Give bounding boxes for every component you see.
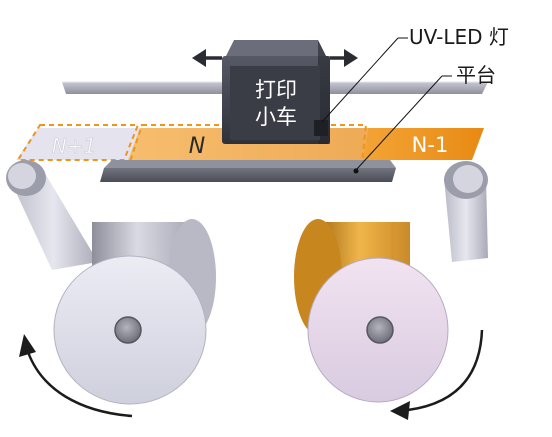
arrow-left-icon xyxy=(192,49,222,67)
curved-arrow-cw-icon xyxy=(390,329,484,420)
carriage-label-line1: 打印 xyxy=(255,78,297,102)
web-strip-right xyxy=(444,178,488,262)
uv-led-lamp xyxy=(314,120,328,136)
curved-arrow-ccw-icon xyxy=(19,334,133,418)
platform xyxy=(100,160,396,182)
callout-uv-led xyxy=(321,37,408,123)
carriage-label-line2: 小车 xyxy=(255,105,297,129)
idler-roller-right xyxy=(444,161,488,199)
platform-label: 平台 xyxy=(456,63,496,87)
supply-roll-left xyxy=(53,219,216,405)
print-carriage xyxy=(222,40,330,144)
segment-label-prev: N+1 xyxy=(52,134,96,158)
idler-roller-left xyxy=(6,160,46,196)
uv-led-label: UV-LED 灯 xyxy=(409,25,509,49)
segment-label-next: N-1 xyxy=(412,133,449,157)
callout-platform xyxy=(353,75,452,174)
segment-label-current: N xyxy=(189,134,205,159)
web-strip-left xyxy=(8,175,98,270)
take-up-roll-right xyxy=(294,219,449,403)
arrow-right-icon xyxy=(330,49,358,67)
